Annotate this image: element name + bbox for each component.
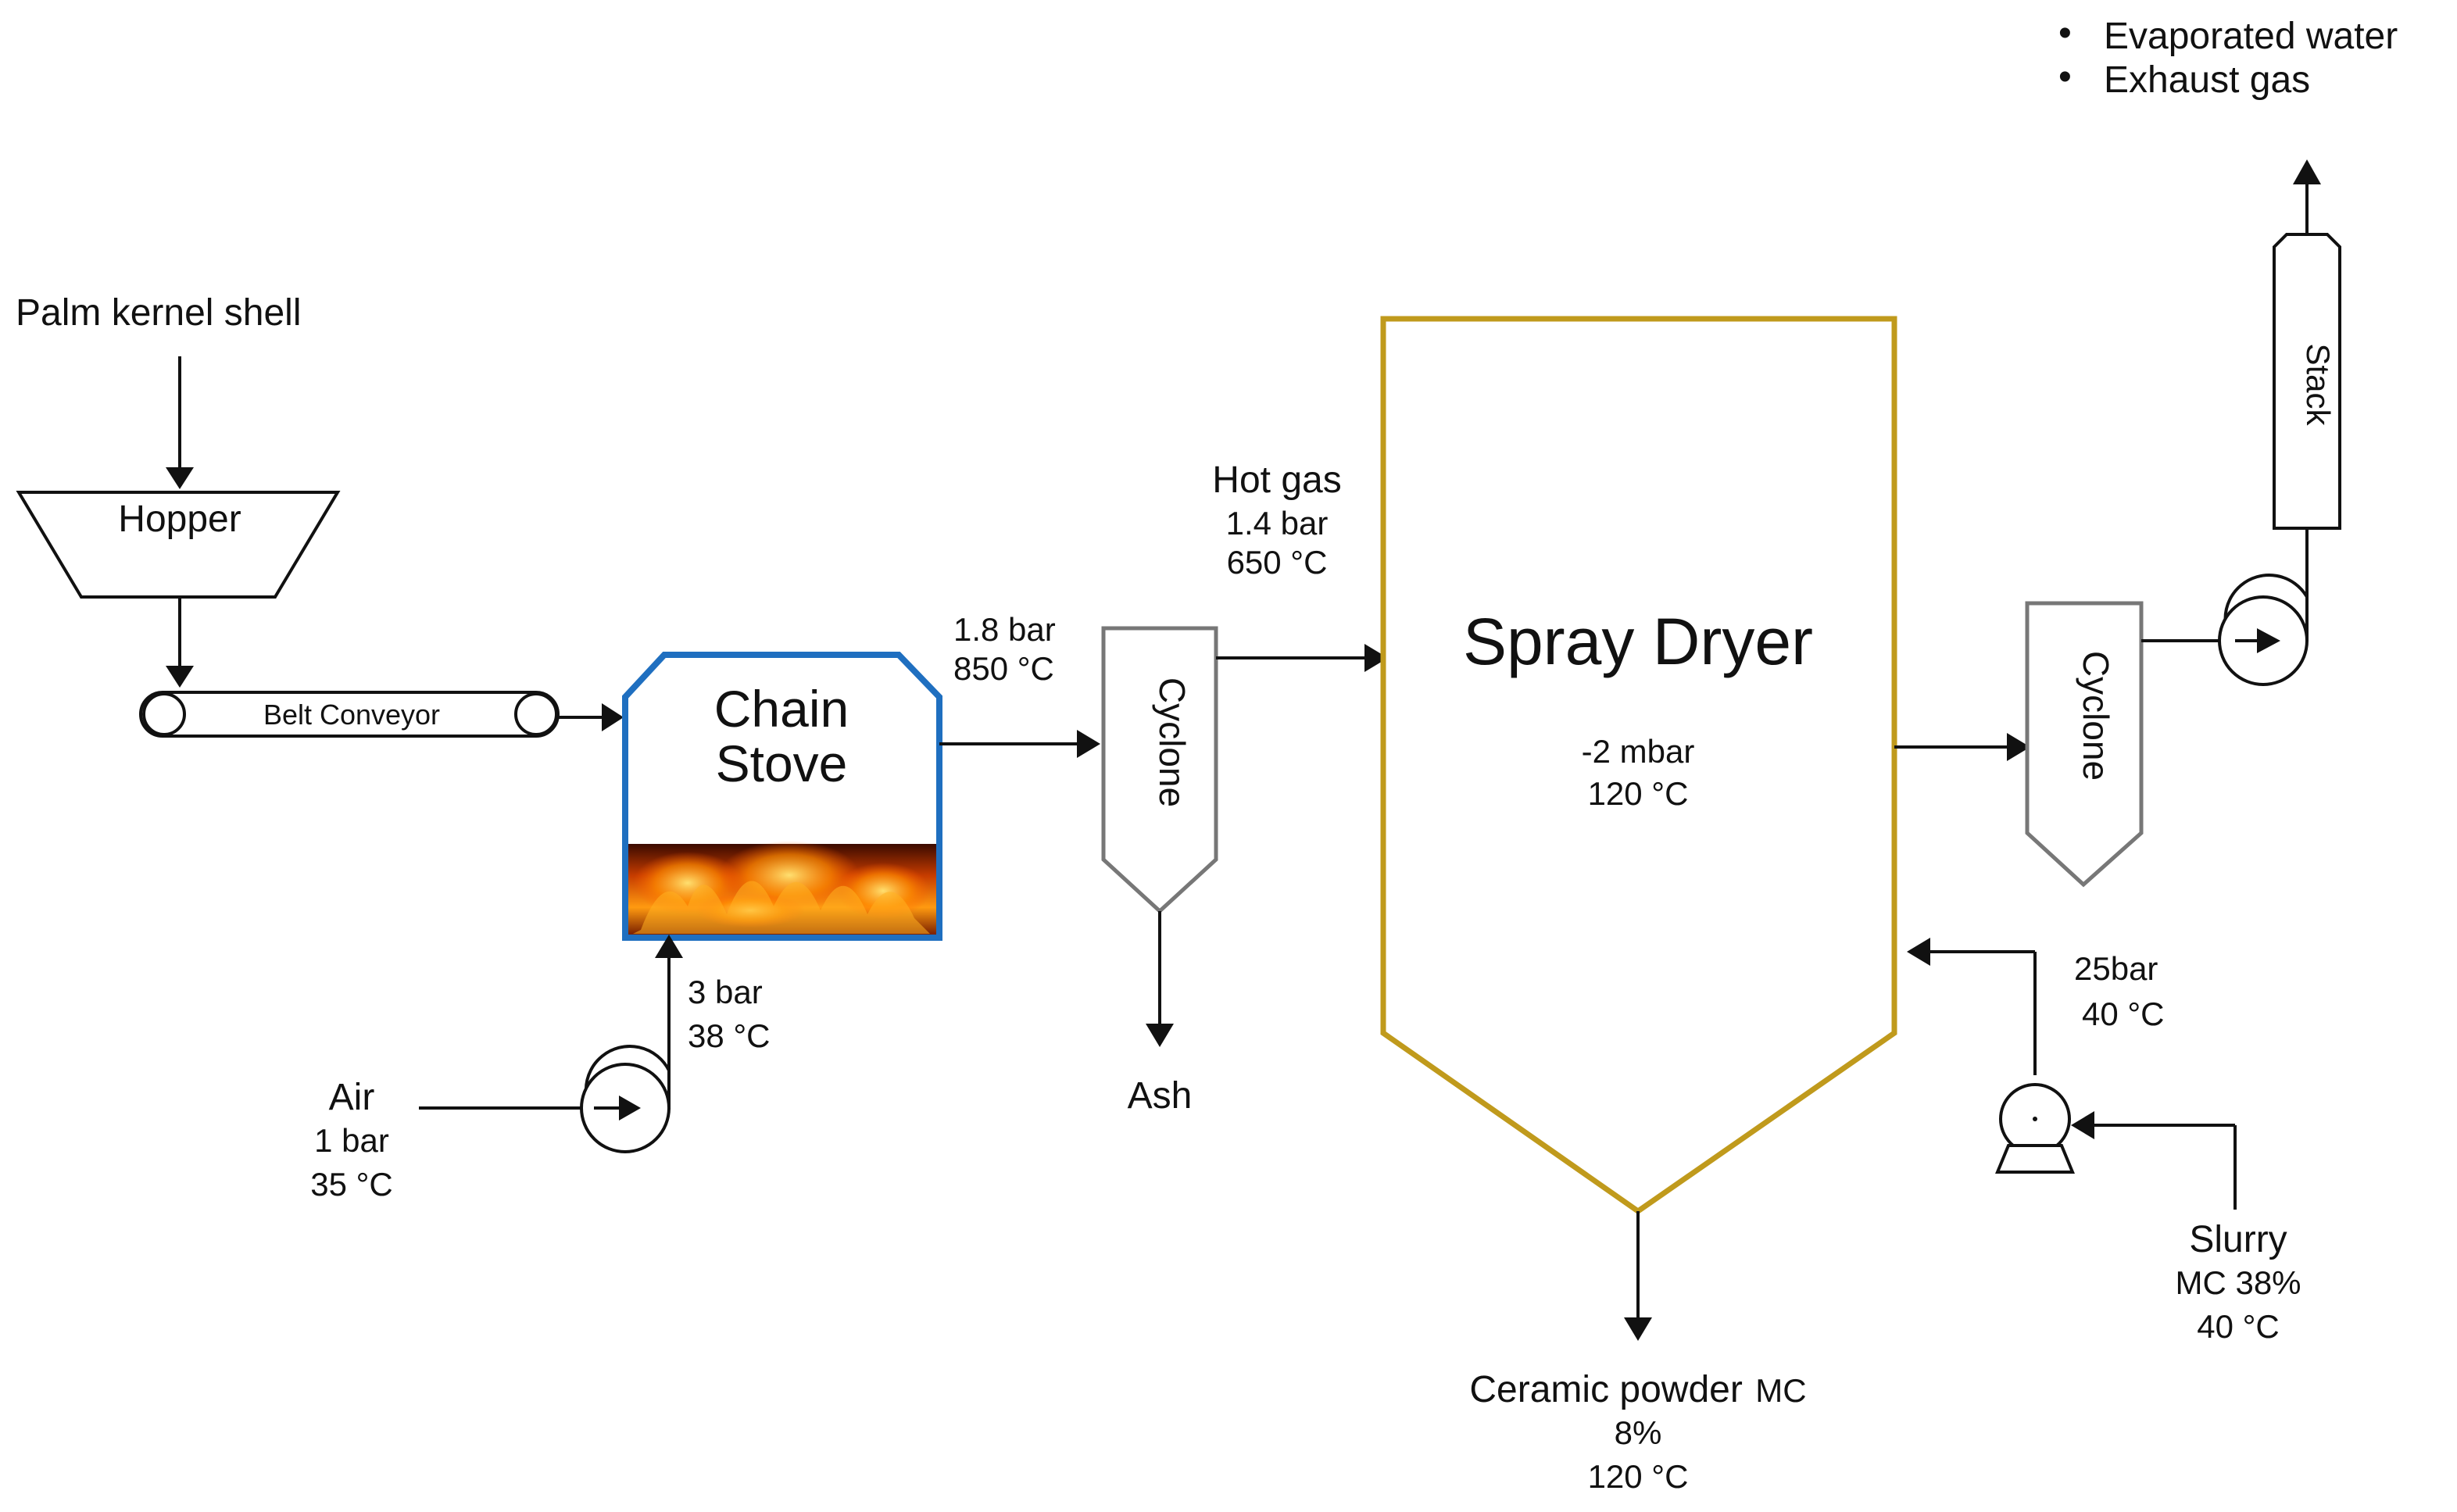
dryer-title: Spray Dryer [1463, 605, 1813, 678]
bullet-marker: • [2058, 56, 2072, 98]
arrow-head [2007, 733, 2030, 761]
exhaust-fan [2218, 528, 2309, 686]
conveyor-label: Belt Conveyor [263, 699, 440, 731]
slurry-temperature: 40 °C [2197, 1308, 2280, 1345]
stack-label: Stack [2300, 343, 2337, 426]
stove-title-line2: Stove [716, 735, 848, 792]
product-mc-value: 8% [1615, 1414, 1662, 1451]
cyclone-1-label: Cyclone [1152, 677, 1193, 807]
air-label: Air [329, 1077, 375, 1118]
fan-outlet-pressure: 3 bar [688, 974, 763, 1010]
arrow-head [1364, 644, 1388, 672]
arrow-head [1077, 730, 1100, 758]
arrow-head [166, 666, 194, 688]
arrow-head [166, 467, 194, 489]
spray-dryer: Spray Dryer -2 mbar 120 °C [1380, 316, 1897, 1215]
hot-gas-temperature: 650 °C [1227, 544, 1328, 581]
air-fan [580, 949, 671, 1153]
dryer-pressure: -2 mbar [1582, 733, 1695, 770]
cyclone-1: Cyclone [1101, 626, 1218, 914]
hot-gas-label: Hot gas [1212, 459, 1341, 501]
feed-label: Palm kernel shell [16, 292, 301, 334]
arrow-head [655, 935, 683, 958]
stack: Stack [2273, 233, 2341, 530]
cyclone-2-label: Cyclone [2076, 651, 2116, 781]
arrow-head [2293, 159, 2321, 184]
pump-outlet-pressure: 25bar [2074, 950, 2158, 987]
hot-gas-pressure: 1.4 bar [1226, 505, 1329, 542]
arrow-head [602, 703, 624, 731]
slurry-pump [1995, 1083, 2075, 1174]
belt-conveyor: Belt Conveyor [139, 691, 560, 738]
air-pressure: 1 bar [314, 1122, 389, 1159]
output-evaporated-water: Evaporated water [2104, 16, 2398, 57]
output-exhaust-gas: Exhaust gas [2104, 59, 2310, 101]
hopper [16, 491, 341, 599]
fan-outlet-temperature: 38 °C [688, 1017, 771, 1054]
pump-outlet-temperature: 40 °C [2082, 995, 2165, 1032]
arrow-head [1624, 1317, 1652, 1341]
slurry-mc: MC 38% [2175, 1264, 2301, 1301]
hopper-label: Hopper [118, 499, 241, 540]
stove-outlet-temperature: 850 °C [953, 650, 1054, 687]
ash-label: Ash [1128, 1075, 1193, 1117]
chain-stove: Chain Stove [622, 652, 942, 941]
bullet-marker: • [2058, 13, 2072, 54]
product-label: Ceramic powder [1469, 1369, 1742, 1410]
arrow-head [2071, 1111, 2094, 1139]
stove-title-line1: Chain [714, 680, 849, 738]
product-mc-prefix: MC [1755, 1372, 1806, 1409]
dryer-temperature: 120 °C [1588, 775, 1689, 812]
arrow-head [1146, 1024, 1174, 1047]
product-label-line: Ceramic powder MC [1469, 1369, 1806, 1410]
product-temperature: 120 °C [1588, 1458, 1689, 1495]
output-list: • Evaporated water • Exhaust gas [2058, 13, 2398, 101]
arrow-head [1907, 938, 1930, 966]
slurry-label: Slurry [2189, 1219, 2287, 1260]
stove-outlet-pressure: 1.8 bar [953, 611, 1056, 648]
flame-image [628, 841, 936, 935]
cyclone-2: Cyclone [2025, 601, 2144, 888]
air-temperature: 35 °C [310, 1166, 393, 1203]
